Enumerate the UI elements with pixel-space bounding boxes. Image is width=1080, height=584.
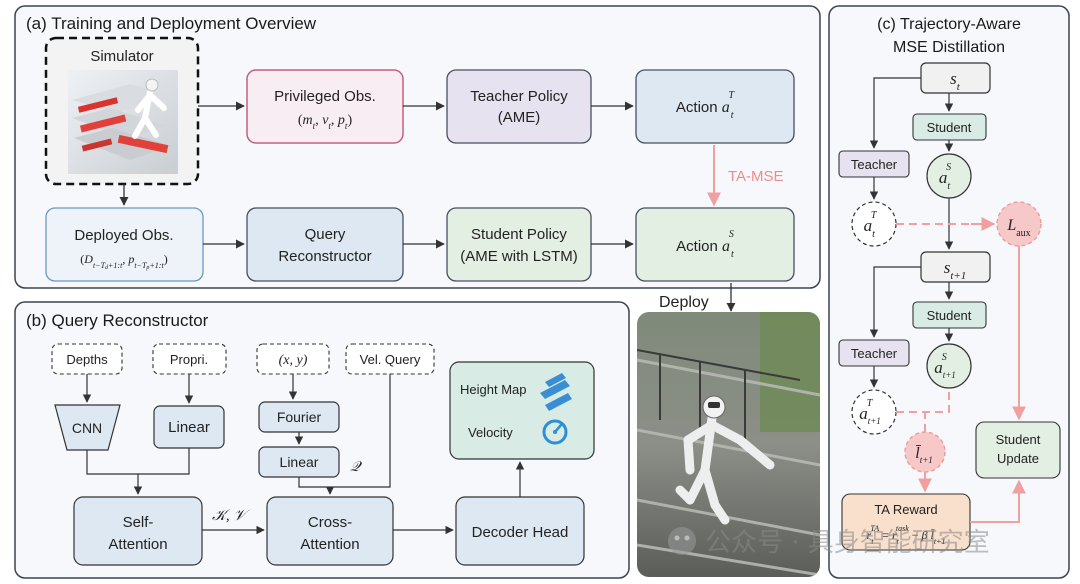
panel-a-arrows [119, 101, 634, 249]
l-bar-node: l̄t+1 [904, 431, 946, 473]
state-t-box: st [920, 62, 991, 94]
panel-b-arrows [82, 374, 525, 535]
height-map-label: Height Map [460, 382, 526, 397]
student-box-1: Student [912, 113, 987, 141]
l-aux-node: Laux [996, 201, 1042, 247]
query-reconstructor-box: Query Reconstructor [246, 207, 404, 282]
teacher-policy-box: Teacher Policy (AME) [446, 69, 592, 144]
student-1-label: Student [927, 120, 972, 135]
velocity-label: Velocity [468, 425, 513, 440]
query-reconstructor-line2: Reconstructor [278, 248, 371, 265]
deployed-obs-title: Deployed Obs. [74, 227, 173, 244]
student-update-line2: Update [997, 451, 1039, 466]
deployed-obs-box: Deployed Obs. (Dt−Td+1:t, pt−Tp+1:t) [45, 207, 204, 282]
action-student-label: Action atS [676, 229, 734, 260]
student-2-label: Student [927, 308, 972, 323]
teacher-2-label: Teacher [851, 346, 898, 361]
decoder-head-label: Decoder Head [472, 524, 569, 541]
depths-input: Depths [51, 343, 123, 375]
panel-c: (c) Trajectory-Aware MSE Distillation st… [828, 5, 1070, 579]
self-attention-block: Self- Attention [73, 496, 203, 566]
panel-b: (b) Query Reconstructor Depths Propri. (… [14, 301, 630, 579]
q-label: 𝒬 [350, 460, 362, 475]
action-student-box: Action atS [635, 207, 795, 282]
student-box-2: Student [912, 301, 987, 329]
watermark-text: 公众号 · 具身智能研究室 [705, 528, 990, 558]
cnn-block: CNN [54, 404, 121, 451]
simulator-box: Simulator [44, 36, 200, 186]
teacher-1-label: Teacher [851, 157, 898, 172]
teacher-box-1: Teacher [838, 150, 910, 178]
decoder-head-block: Decoder Head [455, 496, 585, 566]
student-update-line1: Student [996, 432, 1041, 447]
watermark: 公众号 · 具身智能研究室 [668, 527, 990, 558]
panel-a-title: (a) Training and Deployment Overview [26, 14, 317, 33]
student-policy-box: Student Policy (AME with LSTM) [446, 207, 592, 282]
teacher-policy-line1: Teacher Policy [470, 88, 568, 105]
fourier-label: Fourier [277, 409, 322, 425]
velocity-gauge-icon [542, 419, 568, 445]
state-t1-box: st+1 [920, 251, 991, 283]
panel-a: (a) Training and Deployment Overview Sim… [14, 5, 821, 289]
robot-photo [637, 312, 820, 577]
action-student-node-2: at+1S [926, 343, 972, 389]
height-map-icon [540, 373, 572, 411]
vel-query-input: Vel. Query [345, 343, 435, 375]
state-t-label: st [950, 69, 961, 93]
ta-reward-box: TA Reward rtTA = rttask − β l̄t+1 [841, 493, 971, 551]
action-teacher-node-2: at+1T [851, 389, 897, 435]
linear-block-2: Linear [258, 446, 340, 478]
student-policy-line1: Student Policy [471, 226, 567, 243]
depths-label: Depths [66, 352, 108, 367]
xy-label: (x, y) [279, 353, 308, 368]
action-student-node-1: atS [926, 153, 972, 199]
cnn-label: CNN [72, 420, 102, 436]
self-attention-line2: Attention [108, 536, 167, 553]
linear-1-label: Linear [168, 419, 210, 436]
kv-label: 𝒦, 𝒱 [212, 508, 250, 524]
teacher-box-2: Teacher [838, 339, 910, 367]
ta-reward-title: TA Reward [874, 502, 937, 517]
action-teacher-node-1: atT [851, 201, 897, 247]
self-attention-line1: Self- [123, 514, 154, 531]
panel-c-title-line1: (c) Trajectory-Aware [877, 16, 1021, 33]
student-policy-line2: (AME with LSTM) [460, 248, 578, 265]
linear-block-1: Linear [153, 405, 225, 449]
ta-mse-label: TA-MSE [728, 168, 784, 185]
panel-c-title-line2: MSE Distillation [893, 39, 1005, 56]
simulator-scene-image [68, 70, 178, 174]
action-teacher-label: Action atT [676, 90, 736, 121]
linear-2-label: Linear [280, 454, 319, 470]
a-t-t-label: atT [864, 210, 878, 240]
cross-attention-line1: Cross- [308, 514, 352, 531]
simulator-label: Simulator [90, 48, 153, 65]
output-box: Height Map Velocity [449, 361, 595, 460]
teacher-policy-line2: (AME) [498, 109, 541, 126]
propri-label: Propri. [170, 352, 208, 367]
student-update-box: Student Update [975, 421, 1061, 479]
cross-attention-block: Cross- Attention [266, 496, 394, 566]
fourier-block: Fourier [258, 401, 340, 433]
xy-input: (x, y) [256, 343, 330, 375]
action-teacher-box: Action atT [635, 69, 795, 144]
privileged-obs-box: Privileged Obs. (mt, vt, pt) [246, 69, 404, 144]
cross-attention-line2: Attention [300, 536, 359, 553]
deploy-label: Deploy [659, 294, 709, 311]
panel-c-red-links [896, 217, 1026, 523]
query-reconstructor-line1: Query [305, 226, 346, 243]
panel-b-title: (b) Query Reconstructor [26, 311, 209, 330]
a-t-s-label: atS [939, 162, 951, 192]
privileged-obs-title: Privileged Obs. [274, 88, 376, 105]
privileged-obs-formula: (mt, vt, pt) [298, 113, 353, 131]
vel-query-label: Vel. Query [360, 352, 421, 367]
propri-input: Propri. [152, 343, 227, 375]
